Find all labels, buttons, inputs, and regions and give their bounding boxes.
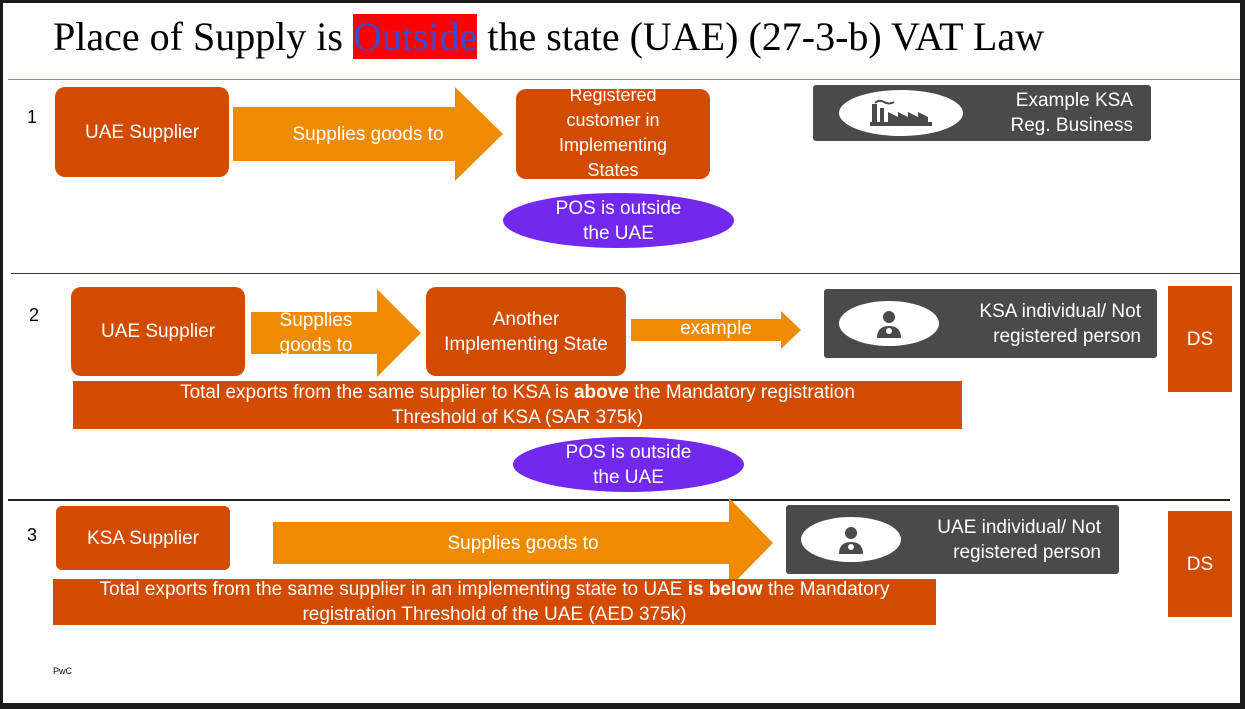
section-2-ds-label: DS [1186,328,1214,350]
section-2-threshold-bold: above [573,382,629,403]
title-after: the state (UAE) (27-3-b) VAT Law [477,14,1044,59]
title-divider [8,79,1240,80]
section-2-supply-arrow: Supplies goods to [251,289,421,377]
section-3-arrow-label: Supplies goods to [447,532,599,554]
title-before: Place of Supply is [53,14,353,59]
section-2-number: 2 [29,305,40,325]
section-2-supply-arrow-shape [251,289,421,377]
section-2-state-box: Another Implementing State [426,287,626,376]
section-1-supply-arrow-shape [233,87,503,181]
section-2-person-badge [839,301,939,346]
section-2-arrow-label: Supplies goods to [279,310,353,356]
section-1-supply-arrow: Supplies goods to [233,87,503,181]
section-2-example-label: example [680,317,752,339]
section-2-threshold-banner: Total exports from the same supplier to … [73,381,962,429]
section-1-pos-label: POS is outside the UAE [555,197,682,244]
section-3-person-badge [801,517,901,562]
section-3-threshold-before: Total exports from the same supplier in … [99,579,688,600]
section-2-example-arrow-shape [631,311,801,349]
section-1-arrow-label: Supplies goods to [292,123,444,145]
section-1-customer-label: Registered customer in Implementing Stat… [558,85,668,180]
section-2-person-text: KSA individual/ Not registered person [979,301,1141,347]
section-3-supplier-label: KSA Supplier [87,527,199,549]
section-1-supplier-box: UAE Supplier [55,87,229,177]
section-2-supplier-label: UAE Supplier [100,321,216,342]
title-highlight: Outside [352,14,478,59]
section-2-pos-oval: POS is outside the UAE [513,437,744,492]
person-icon [877,310,901,338]
section-2-supplier-box: UAE Supplier [71,287,245,376]
section-1-example-text: Example KSA Reg. Business [1010,90,1133,136]
section-2-threshold-after: the Mandatory registration Threshold of … [391,382,855,428]
section-1-example-box: Example KSA Reg. Business [813,85,1151,141]
section-2-example-arrow: example [631,311,801,349]
slide-title: Place of Supply is Outside the state (UA… [53,11,1203,63]
factory-icon [870,99,932,126]
section-3-number: 3 [27,525,38,545]
section-2-state-label: Another Implementing State [444,308,608,355]
section-1-example-badge [839,90,963,136]
footer-pwc: PwC [53,666,73,676]
section-divider-2 [8,499,1230,501]
section-2-pos-label: POS is outside the UAE [565,441,692,488]
section-1-number: 1 [27,107,38,127]
section-2-ds-box: DS [1168,286,1232,392]
section-3-threshold-after: the Mandatory registration Threshold of … [302,579,890,625]
person-icon [839,526,863,554]
section-3-person-box: UAE individual/ Not registered person [786,505,1119,574]
section-3-threshold-text: Total exports from the same supplier in … [61,577,928,627]
section-2-person-box: KSA individual/ Not registered person [824,289,1157,358]
section-3-ds-label: DS [1186,553,1214,575]
section-3-ds-box: DS [1168,511,1232,617]
section-3-person-text: UAE individual/ Not registered person [937,517,1101,563]
section-divider-1 [11,273,1240,274]
section-2-threshold-text: Total exports from the same supplier to … [143,380,892,430]
section-1-customer-box: Registered customer in Implementing Stat… [516,85,710,180]
section-3-threshold-bold: is below [687,579,763,600]
section-3-supply-arrow: Supplies goods to [273,498,773,588]
section-2-threshold-before: Total exports from the same supplier to … [180,382,574,403]
slide: Place of Supply is Outside the state (UA… [3,3,1240,703]
section-1-pos-oval: POS is outside the UAE [503,193,734,248]
section-3-supply-arrow-shape [273,498,773,588]
section-3-supplier-box: KSA Supplier [56,506,230,570]
section-3-threshold-banner: Total exports from the same supplier in … [53,579,936,625]
section-1-supplier-label: UAE Supplier [84,121,200,143]
